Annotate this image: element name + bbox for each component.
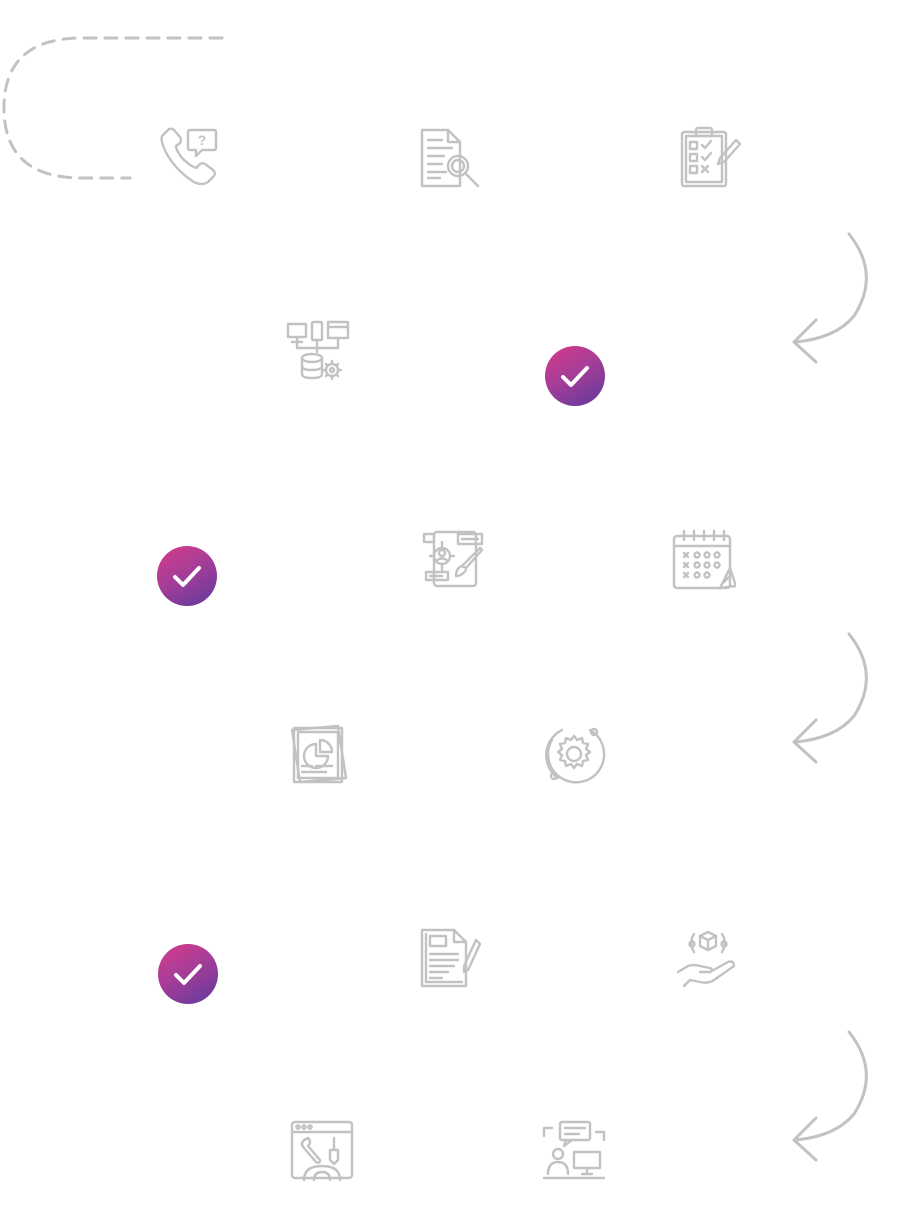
contract-sign-icon (418, 926, 482, 990)
completed-check-badge (158, 944, 218, 1004)
curve-arrow-connector (792, 632, 868, 764)
completed-check-badge (545, 346, 605, 406)
report-chart-icon (286, 722, 350, 786)
hand-delivery-icon (676, 926, 740, 990)
check-icon (174, 964, 202, 985)
checklist-clipboard-icon (678, 126, 742, 190)
devices-database-icon (286, 318, 350, 382)
curve-arrow-connector (792, 1030, 868, 1162)
phone-question-icon: ? (156, 126, 220, 190)
support-agent-icon (542, 1120, 606, 1184)
check-icon (561, 366, 589, 387)
document-search-icon (418, 126, 482, 190)
check-icon (173, 566, 201, 587)
ui-design-icon (422, 528, 486, 592)
svg-text:?: ? (198, 132, 207, 148)
completed-check-badge (157, 546, 217, 606)
web-tools-icon (290, 1120, 354, 1184)
gear-cycle-icon (542, 722, 606, 786)
calendar-icon (672, 528, 736, 592)
start-dashed-connector (2, 36, 224, 180)
curve-arrow-connector (792, 232, 868, 364)
